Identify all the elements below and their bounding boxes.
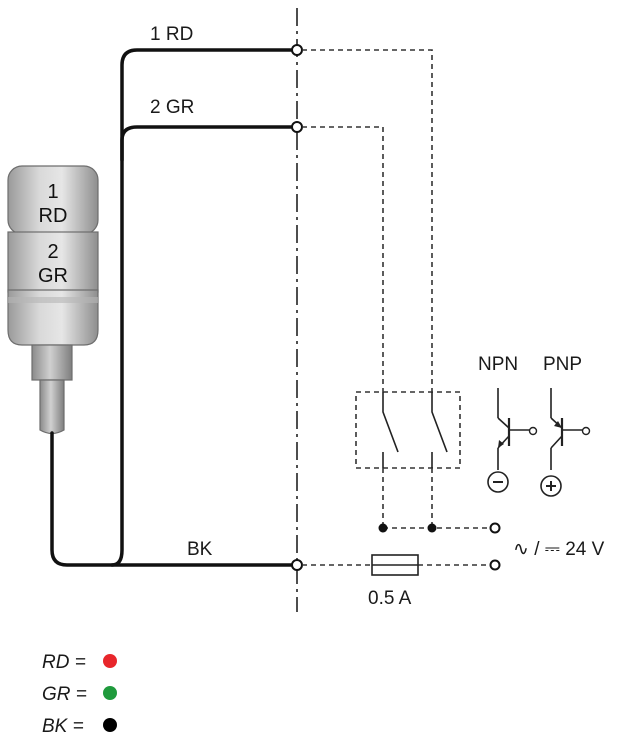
wire-green: [110, 125, 299, 567]
npn-transistor-icon: [487, 388, 538, 493]
tower-segment1-number: 1: [47, 181, 58, 203]
pnp-transistor-icon: [540, 388, 591, 497]
junction-dot-1: [378, 523, 388, 533]
terminal-red: [291, 44, 303, 56]
tower-segment2-color: GR: [38, 265, 68, 287]
wire-green-label: 2 GR: [150, 97, 194, 118]
tower-segment-green: [7, 231, 99, 293]
cable-wires: [50, 48, 299, 567]
legend-rd-dot: [103, 654, 117, 668]
tower-cable-gland: [39, 379, 65, 435]
wire-red: [120, 48, 299, 162]
wire-black-label: BK: [187, 539, 213, 560]
legend-bk-label: BK =: [42, 716, 84, 737]
wire-black: [50, 431, 299, 567]
legend-rd-label: RD =: [42, 652, 86, 673]
tower-base: [7, 289, 99, 346]
terminal-black: [291, 559, 303, 571]
fuse-label: 0.5 A: [368, 588, 412, 609]
internal-wiring: [302, 49, 492, 566]
signal-tower: 1 RD 2 GR: [7, 165, 99, 435]
npn-label: NPN: [478, 354, 518, 375]
junction-dot-2: [427, 523, 437, 533]
dashed-green-path: [302, 126, 384, 392]
tower-segment2-number: 2: [47, 241, 58, 263]
pnp-label: PNP: [543, 354, 582, 375]
terminal-green: [291, 121, 303, 133]
switch-enclosure: [355, 391, 461, 469]
legend-gr-label: GR =: [42, 684, 87, 705]
color-legend: RD = GR = BK =: [42, 652, 117, 737]
legend-bk-dot: [103, 718, 117, 732]
switch-contact-1: [382, 392, 399, 468]
switch-contact-2: [431, 392, 448, 468]
legend-gr-dot: [103, 686, 117, 700]
wire-red-label: 1 RD: [150, 24, 193, 45]
output-switch-box: [355, 391, 461, 469]
tower-segment1-color: RD: [39, 205, 68, 227]
tower-neck: [31, 344, 73, 381]
dashed-red-path: [302, 49, 433, 392]
supply-voltage-label: ∿ / ⎓ 24 V: [513, 539, 605, 560]
supply-terminal-2: [489, 559, 501, 571]
supply-terminal-1: [489, 522, 501, 534]
